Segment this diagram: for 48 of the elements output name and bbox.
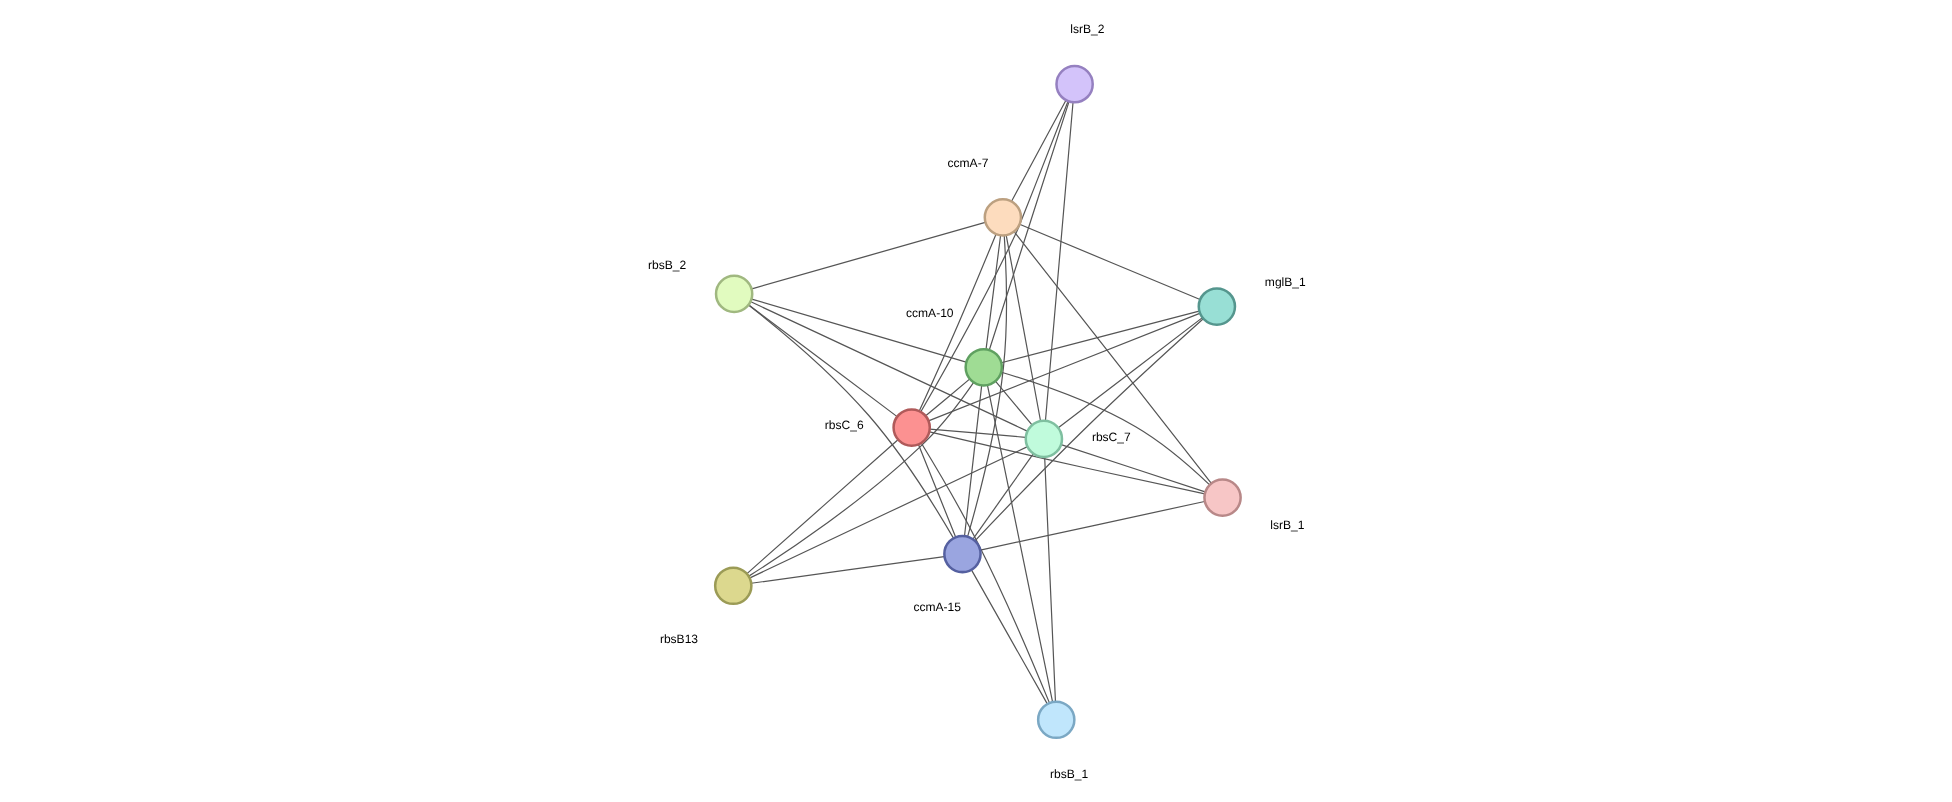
connector <box>978 499 1205 550</box>
node-circle <box>1196 286 1236 325</box>
connector <box>746 303 954 538</box>
connector <box>966 234 1007 537</box>
connector <box>1056 316 1202 428</box>
connector <box>749 300 1027 431</box>
connector <box>748 445 1028 578</box>
node-circle <box>942 533 981 573</box>
node-circle <box>963 346 1003 386</box>
connector <box>928 430 1205 494</box>
connector <box>1004 233 1041 421</box>
connector <box>994 379 1032 425</box>
node-circle <box>712 565 752 605</box>
connector <box>745 438 898 574</box>
connector <box>1059 442 1205 492</box>
connector <box>1043 455 1056 701</box>
connector <box>919 441 1049 703</box>
connector <box>1018 222 1200 300</box>
connector <box>973 317 1203 541</box>
connector <box>1012 230 1211 483</box>
connector <box>747 380 974 576</box>
connector <box>999 370 1209 485</box>
connector <box>1043 100 1073 421</box>
node-circle <box>891 407 931 446</box>
connector <box>917 232 996 411</box>
node-circle <box>1054 63 1093 103</box>
connector <box>987 100 1069 350</box>
node-circle <box>982 197 1022 236</box>
connector <box>926 311 1200 421</box>
connector <box>747 303 897 417</box>
node-circle <box>1023 418 1063 458</box>
connector <box>971 452 1033 539</box>
connector <box>916 443 956 537</box>
connector <box>969 568 1047 704</box>
connector <box>750 297 966 362</box>
node-circle <box>1035 699 1075 739</box>
connector <box>919 99 1068 412</box>
connector <box>750 220 985 289</box>
connector <box>962 383 982 536</box>
node-circle <box>713 273 753 313</box>
connector <box>1009 98 1066 201</box>
node-circle <box>1202 477 1241 516</box>
connector <box>749 554 944 583</box>
connector <box>928 427 1026 437</box>
connector <box>985 383 1053 702</box>
connector <box>999 309 1199 363</box>
connector <box>924 377 970 416</box>
connector <box>984 233 1001 349</box>
